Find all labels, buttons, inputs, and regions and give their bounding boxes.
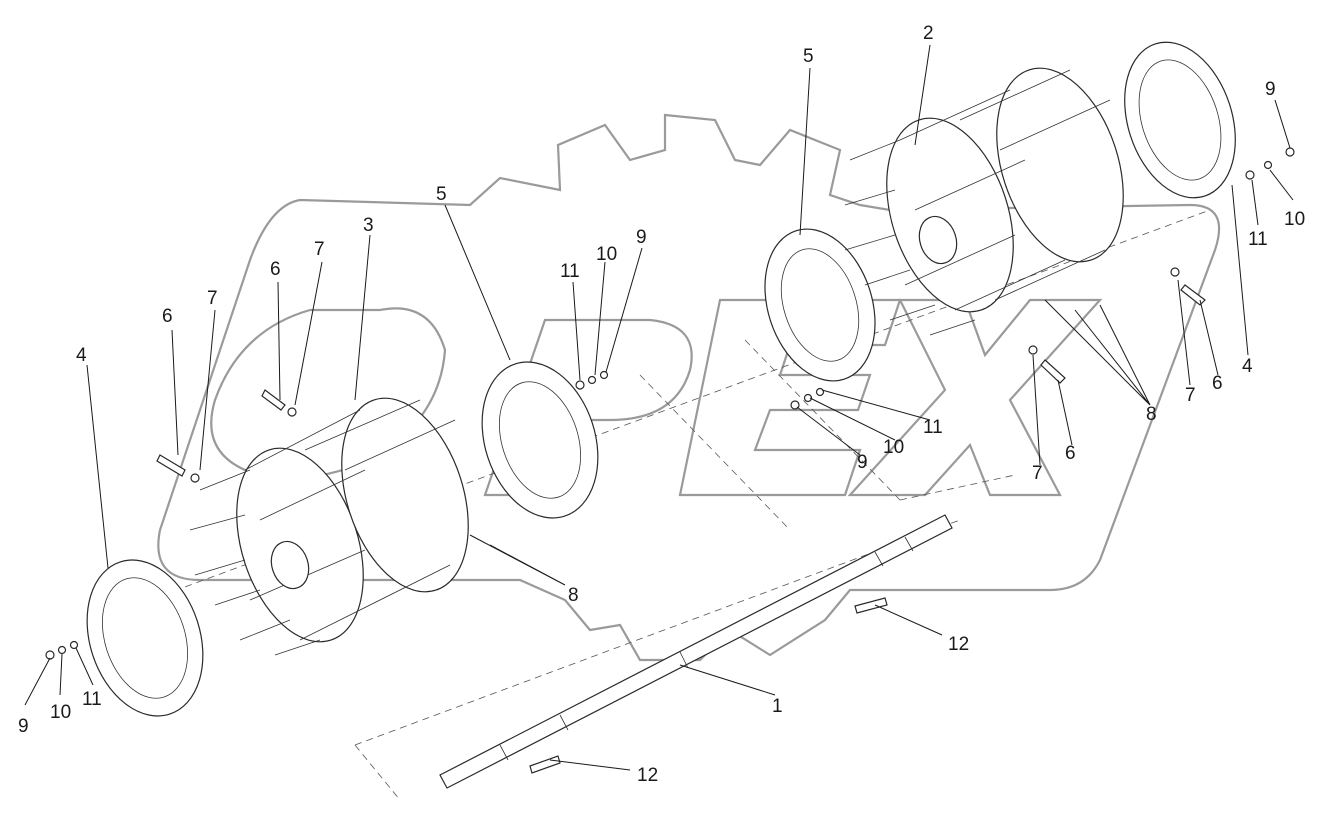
callout-7-right-b: 7: [1185, 385, 1196, 406]
shaft: [439, 514, 953, 789]
callout-7-left-b: 7: [314, 239, 325, 260]
flange-left: [86, 559, 204, 717]
callout-9-mid-left: 9: [636, 227, 647, 248]
callout-12-a: 12: [948, 634, 969, 655]
callout-11-right: 11: [1248, 229, 1268, 250]
flange-middle-right: [764, 228, 876, 382]
callout-5-right: 5: [803, 46, 814, 67]
callout-6-left-b: 6: [270, 259, 281, 280]
callout-9-right: 9: [1265, 79, 1276, 100]
callout-8-right: 8: [1146, 404, 1157, 425]
watermark-logo: [157, 113, 1221, 662]
callout-7-right-a: 7: [1032, 463, 1043, 484]
rotor-right: [844, 67, 1124, 336]
callout-1: 1: [772, 696, 783, 717]
callout-11-mid-left: 11: [560, 261, 580, 282]
callout-6-left-a: 6: [162, 306, 173, 327]
callout-4-left: 4: [76, 345, 87, 366]
flange-right: [1124, 41, 1236, 199]
callout-labels: 4 6 7 6 7 3 5 11 10 9 8 9 10 11 1 12 12 …: [18, 23, 1305, 786]
fasteners: [45, 147, 1295, 660]
callout-11-mid-right: 11: [923, 417, 943, 438]
flange-middle-left: [481, 361, 599, 519]
callout-5-left: 5: [436, 184, 447, 205]
callout-9-mid-right: 9: [857, 452, 868, 473]
callout-4-right: 4: [1242, 356, 1253, 377]
keys: [529, 597, 888, 774]
callout-8-left: 8: [568, 585, 579, 606]
callout-7-left-a: 7: [207, 288, 218, 309]
callout-10-mid-left: 10: [596, 244, 617, 265]
callout-2: 2: [923, 23, 934, 44]
callout-6-right-a: 6: [1065, 443, 1076, 464]
callout-12-b: 12: [637, 765, 658, 786]
callout-6-right-b: 6: [1212, 373, 1223, 394]
callout-9-left: 9: [18, 716, 29, 737]
rotor-left: [189, 397, 469, 656]
leader-lines: [24, 44, 1294, 771]
callout-10-left: 10: [50, 702, 71, 723]
callout-11-left: 11: [82, 689, 102, 710]
callout-10-right: 10: [1284, 209, 1305, 230]
callout-3: 3: [363, 215, 374, 236]
callout-10-mid-right: 10: [883, 437, 904, 458]
